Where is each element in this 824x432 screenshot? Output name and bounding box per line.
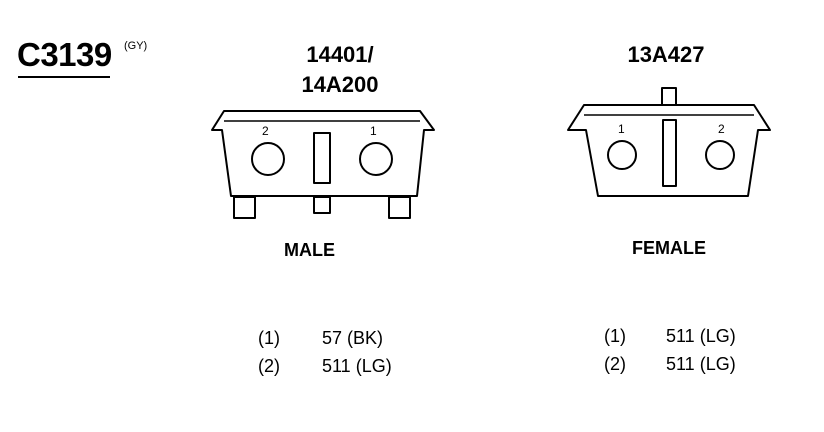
female-connector-face (567, 87, 771, 197)
pin-number: (1) (258, 328, 280, 348)
pin-number: (2) (604, 354, 626, 374)
connector-id: C3139 (17, 36, 112, 73)
pin-circuit: 511 (LG) (666, 354, 736, 374)
male-pin-label-left: 2 (262, 124, 269, 138)
pin-circuit: 57 (BK) (322, 328, 384, 348)
male-part-line2: 14A200 (301, 72, 379, 97)
male-pin-label-right: 1 (370, 124, 377, 138)
pin-circuit: 511 (LG) (666, 326, 736, 346)
pin-circuit: 511 (LG) (322, 356, 392, 376)
female-housing-outline (567, 104, 771, 197)
male-part-number: 14401/ 14A200 (280, 40, 400, 100)
female-polarizing-slot (662, 119, 677, 187)
male-connector-face (211, 110, 435, 219)
pin-number: (1) (604, 326, 626, 346)
male-label: MALE (284, 240, 335, 260)
female-part-number: 13A427 (627, 42, 705, 67)
pin-number: (2) (258, 356, 280, 376)
female-pinout: (1) 511 (LG) (2) 511 (LG) (604, 322, 736, 378)
male-latch-right (388, 196, 411, 219)
male-latch-left (233, 196, 256, 219)
male-pin-row: (1) 57 (BK) (258, 324, 392, 352)
male-housing-outline (211, 110, 435, 197)
female-pin-row: (2) 511 (LG) (604, 350, 736, 378)
female-cavity-1 (607, 140, 637, 170)
connector-id-underline (18, 76, 110, 78)
male-latch-center (313, 196, 331, 214)
male-pin-row: (2) 511 (LG) (258, 352, 392, 380)
male-cavity-2 (251, 142, 285, 176)
connector-color: (GY) (124, 40, 148, 52)
female-label: FEMALE (632, 238, 706, 258)
male-polarizing-slot (313, 132, 331, 184)
female-cavity-2 (705, 140, 735, 170)
female-pin-label-right: 2 (718, 122, 725, 136)
male-part-line1: 14401/ (306, 42, 374, 67)
female-top-key (661, 87, 677, 106)
male-cavity-1 (359, 142, 393, 176)
female-pin-label-left: 1 (618, 122, 625, 136)
male-pinout: (1) 57 (BK) (2) 511 (LG) (258, 324, 392, 380)
female-pin-row: (1) 511 (LG) (604, 322, 736, 350)
